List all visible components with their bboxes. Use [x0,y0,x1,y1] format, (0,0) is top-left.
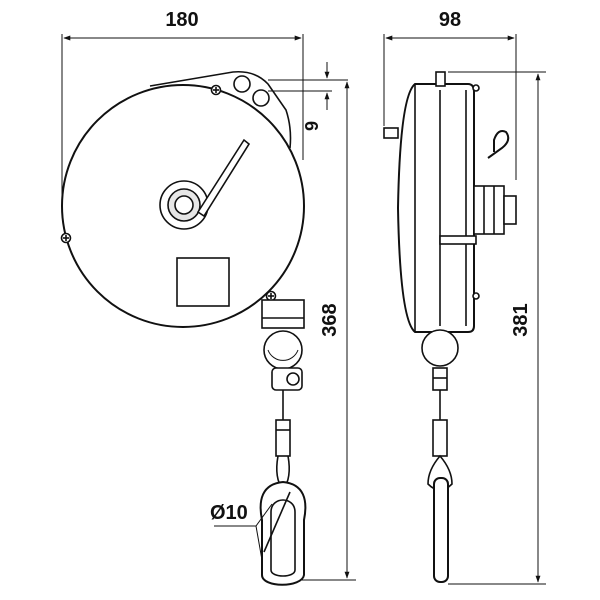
dim-top-offset: 9 [302,121,322,131]
side-band [439,235,477,245]
side-bolt [383,127,399,139]
screw-icon [265,290,277,302]
pin-icon [472,84,480,92]
tension-indicator [196,138,251,218]
dim-front-height: 368 [319,303,341,336]
front-dimensions [61,34,356,581]
label-plate [176,257,230,307]
cable-outlet [261,299,305,329]
bracket-hole-icon [233,75,251,93]
carabiner-hook [259,480,307,586]
dim-hook-diameter: Ø10 [210,502,248,524]
side-clamp [432,367,448,391]
side-ferrule [432,419,448,457]
bracket-hole-icon [252,89,270,107]
wire-ferrule [275,419,291,457]
ball-stop [263,330,303,370]
side-ball-stop [421,329,459,367]
adjust-knob [473,185,505,235]
pin-icon [472,292,480,300]
screw-icon [60,232,72,244]
tension-hook [487,130,510,159]
side-hook [433,477,449,583]
dim-front-width: 180 [165,9,198,31]
dim-side-height: 381 [510,303,532,336]
screw-icon [210,84,222,96]
side-housing [396,83,475,333]
clamp-nut-icon [286,372,300,386]
top-stud [435,71,446,87]
front-view [60,70,307,586]
hub-inner [174,195,194,215]
side-view [383,71,517,583]
side-dimensions [383,34,546,585]
dim-side-width: 98 [439,9,461,31]
